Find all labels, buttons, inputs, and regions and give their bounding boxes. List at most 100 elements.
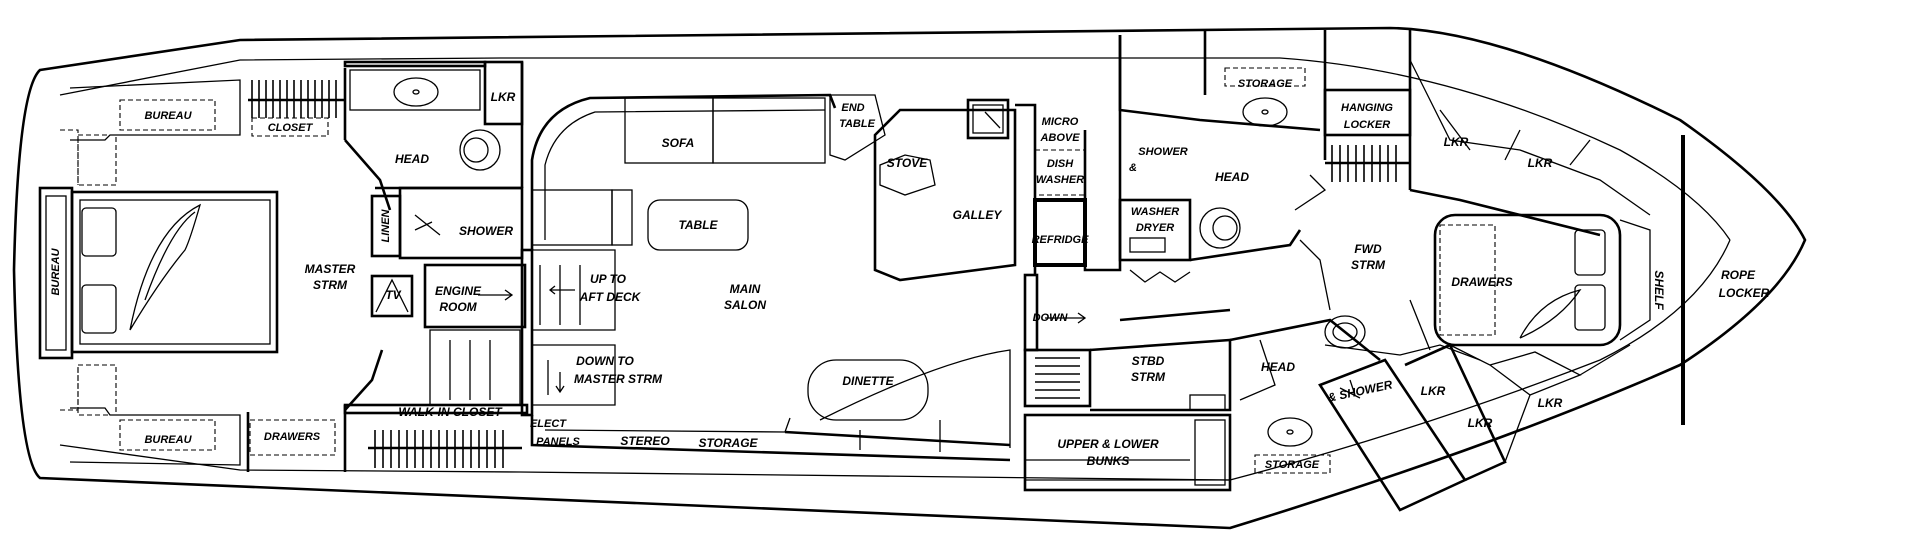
dinette-table	[807, 359, 929, 421]
label-bureau-top: BUREAU	[144, 110, 192, 122]
label-up-aft-deck-1: UP TO	[590, 272, 627, 286]
label-bureau-side: BUREAU	[50, 247, 62, 295]
galley	[873, 35, 1122, 282]
label-stbd-strm-2: STRM	[1131, 370, 1166, 384]
washer-dryer	[1118, 198, 1192, 262]
label-shower-aft: SHOWER	[459, 224, 513, 238]
bed-fold	[129, 203, 202, 331]
label-shelf: SHELF	[1652, 270, 1666, 310]
toilet-stbd	[1324, 315, 1366, 349]
bunks	[1023, 413, 1232, 492]
label-elect-1: ELECT	[530, 418, 567, 430]
label-stbd-strm-1: STBD	[1132, 354, 1165, 368]
label-up-aft-deck-2: AFT DECK	[579, 290, 642, 304]
stbd-head	[1229, 299, 1631, 512]
label-stereo: STEREO	[620, 434, 670, 448]
forward-heads	[1118, 30, 1412, 311]
storage-top	[1224, 67, 1306, 87]
label-rope-1: ROPE	[1721, 268, 1756, 282]
end-table	[829, 94, 886, 161]
inner-hull-line	[59, 57, 1731, 241]
toilet-aft	[459, 129, 501, 171]
label-micro-2: ABOVE	[1039, 132, 1080, 144]
label-down-master-1: DOWN TO	[576, 354, 634, 368]
shower-aft	[398, 186, 524, 260]
label-closet-top: CLOSET	[268, 122, 314, 134]
label-bureau-bottom: BUREAU	[144, 434, 192, 446]
storage-bottom	[1254, 454, 1331, 474]
fwd-stairs	[1023, 273, 1232, 492]
inner-hull-line-lower	[59, 239, 1731, 481]
label-hanging-2: LOCKER	[1344, 119, 1391, 131]
aft-head	[343, 60, 524, 318]
label-lkr-2: LKR	[1528, 156, 1553, 170]
label-galley: GALLEY	[953, 208, 1003, 222]
pillow-fwd-upper	[1574, 229, 1606, 276]
closet-top-hanger	[248, 80, 345, 118]
aft-stairs	[520, 248, 616, 417]
pillow-lower	[81, 284, 117, 334]
hull-outline	[12, 26, 1807, 530]
label-end-table-1: END	[841, 102, 864, 114]
label-lkr-4: LKR	[1538, 396, 1563, 410]
label-engine-1: ENGINE	[435, 284, 482, 298]
stbd-shower	[1318, 358, 1467, 512]
label-drawers-aft: DRAWERS	[264, 431, 321, 443]
label-master-strm-1: MASTER	[305, 262, 356, 276]
label-elect-2: PANELS	[536, 436, 580, 448]
main-salon	[530, 93, 1011, 462]
tv-cabinet	[370, 274, 414, 318]
label-engine-2: ROOM	[439, 300, 477, 314]
pillow-upper	[81, 207, 117, 257]
label-storage-salon: STORAGE	[698, 436, 758, 450]
forward-stateroom	[1324, 59, 1685, 425]
label-down: DOWN	[1033, 312, 1069, 324]
label-tv: TV	[385, 288, 401, 302]
label-main-salon-2: SALON	[724, 298, 766, 312]
label-micro-1: MICRO	[1042, 116, 1079, 128]
engine-room	[343, 263, 529, 468]
label-shower-fwd-2: &	[1129, 162, 1137, 174]
label-down-master-2: MASTER STRM	[574, 372, 663, 386]
label-end-table-2: TABLE	[839, 118, 876, 130]
label-dinette: DINETTE	[842, 374, 894, 388]
bureau-top	[119, 99, 216, 131]
label-rope-2: LOCKER	[1719, 286, 1770, 300]
label-lkr-1: LKR	[1444, 135, 1469, 149]
master-stateroom	[38, 68, 392, 472]
label-washer: WASHER	[1131, 206, 1179, 218]
dishwasher	[1034, 149, 1086, 196]
head-sink-aft	[393, 77, 439, 107]
hanging-locker-rod	[1325, 145, 1410, 182]
label-main-salon-1: MAIN	[730, 282, 761, 296]
head-sink-stbd	[1267, 417, 1313, 447]
galley-sink	[966, 98, 1010, 140]
label-master-strm-2: STRM	[313, 278, 348, 292]
label-head-fwd: HEAD	[1215, 170, 1249, 184]
toilet-fwd	[1199, 207, 1241, 249]
label-head-aft: HEAD	[395, 152, 429, 166]
label-lkr-aft: LKR	[491, 90, 516, 104]
label-sofa: SOFA	[662, 136, 695, 150]
label-head-stbd: HEAD	[1261, 360, 1295, 374]
label-dish-1: DISH	[1047, 158, 1074, 170]
label-storage-top: STORAGE	[1238, 78, 1293, 90]
stove	[879, 154, 936, 196]
pillow-fwd-lower	[1574, 284, 1606, 331]
drawers-aft	[249, 419, 336, 456]
label-fwd-strm-2: STRM	[1351, 258, 1386, 272]
salon-table	[647, 199, 749, 251]
label-hanging-1: HANGING	[1341, 102, 1393, 114]
label-stove: STOVE	[887, 156, 928, 170]
label-linen: LINEN	[380, 208, 392, 242]
head-sink-fwd	[1242, 97, 1288, 127]
label-shower-fwd-1: SHOWER	[1138, 146, 1188, 158]
sofa	[624, 97, 714, 164]
bureau-bottom	[119, 419, 216, 451]
label-dryer: DRYER	[1136, 222, 1174, 234]
label-table: TABLE	[678, 218, 718, 232]
label-shower-stbd: & SHOWER	[1326, 377, 1394, 404]
label-lkr-3: LKR	[1421, 384, 1446, 398]
label-dish-2: WASHER	[1036, 174, 1084, 186]
